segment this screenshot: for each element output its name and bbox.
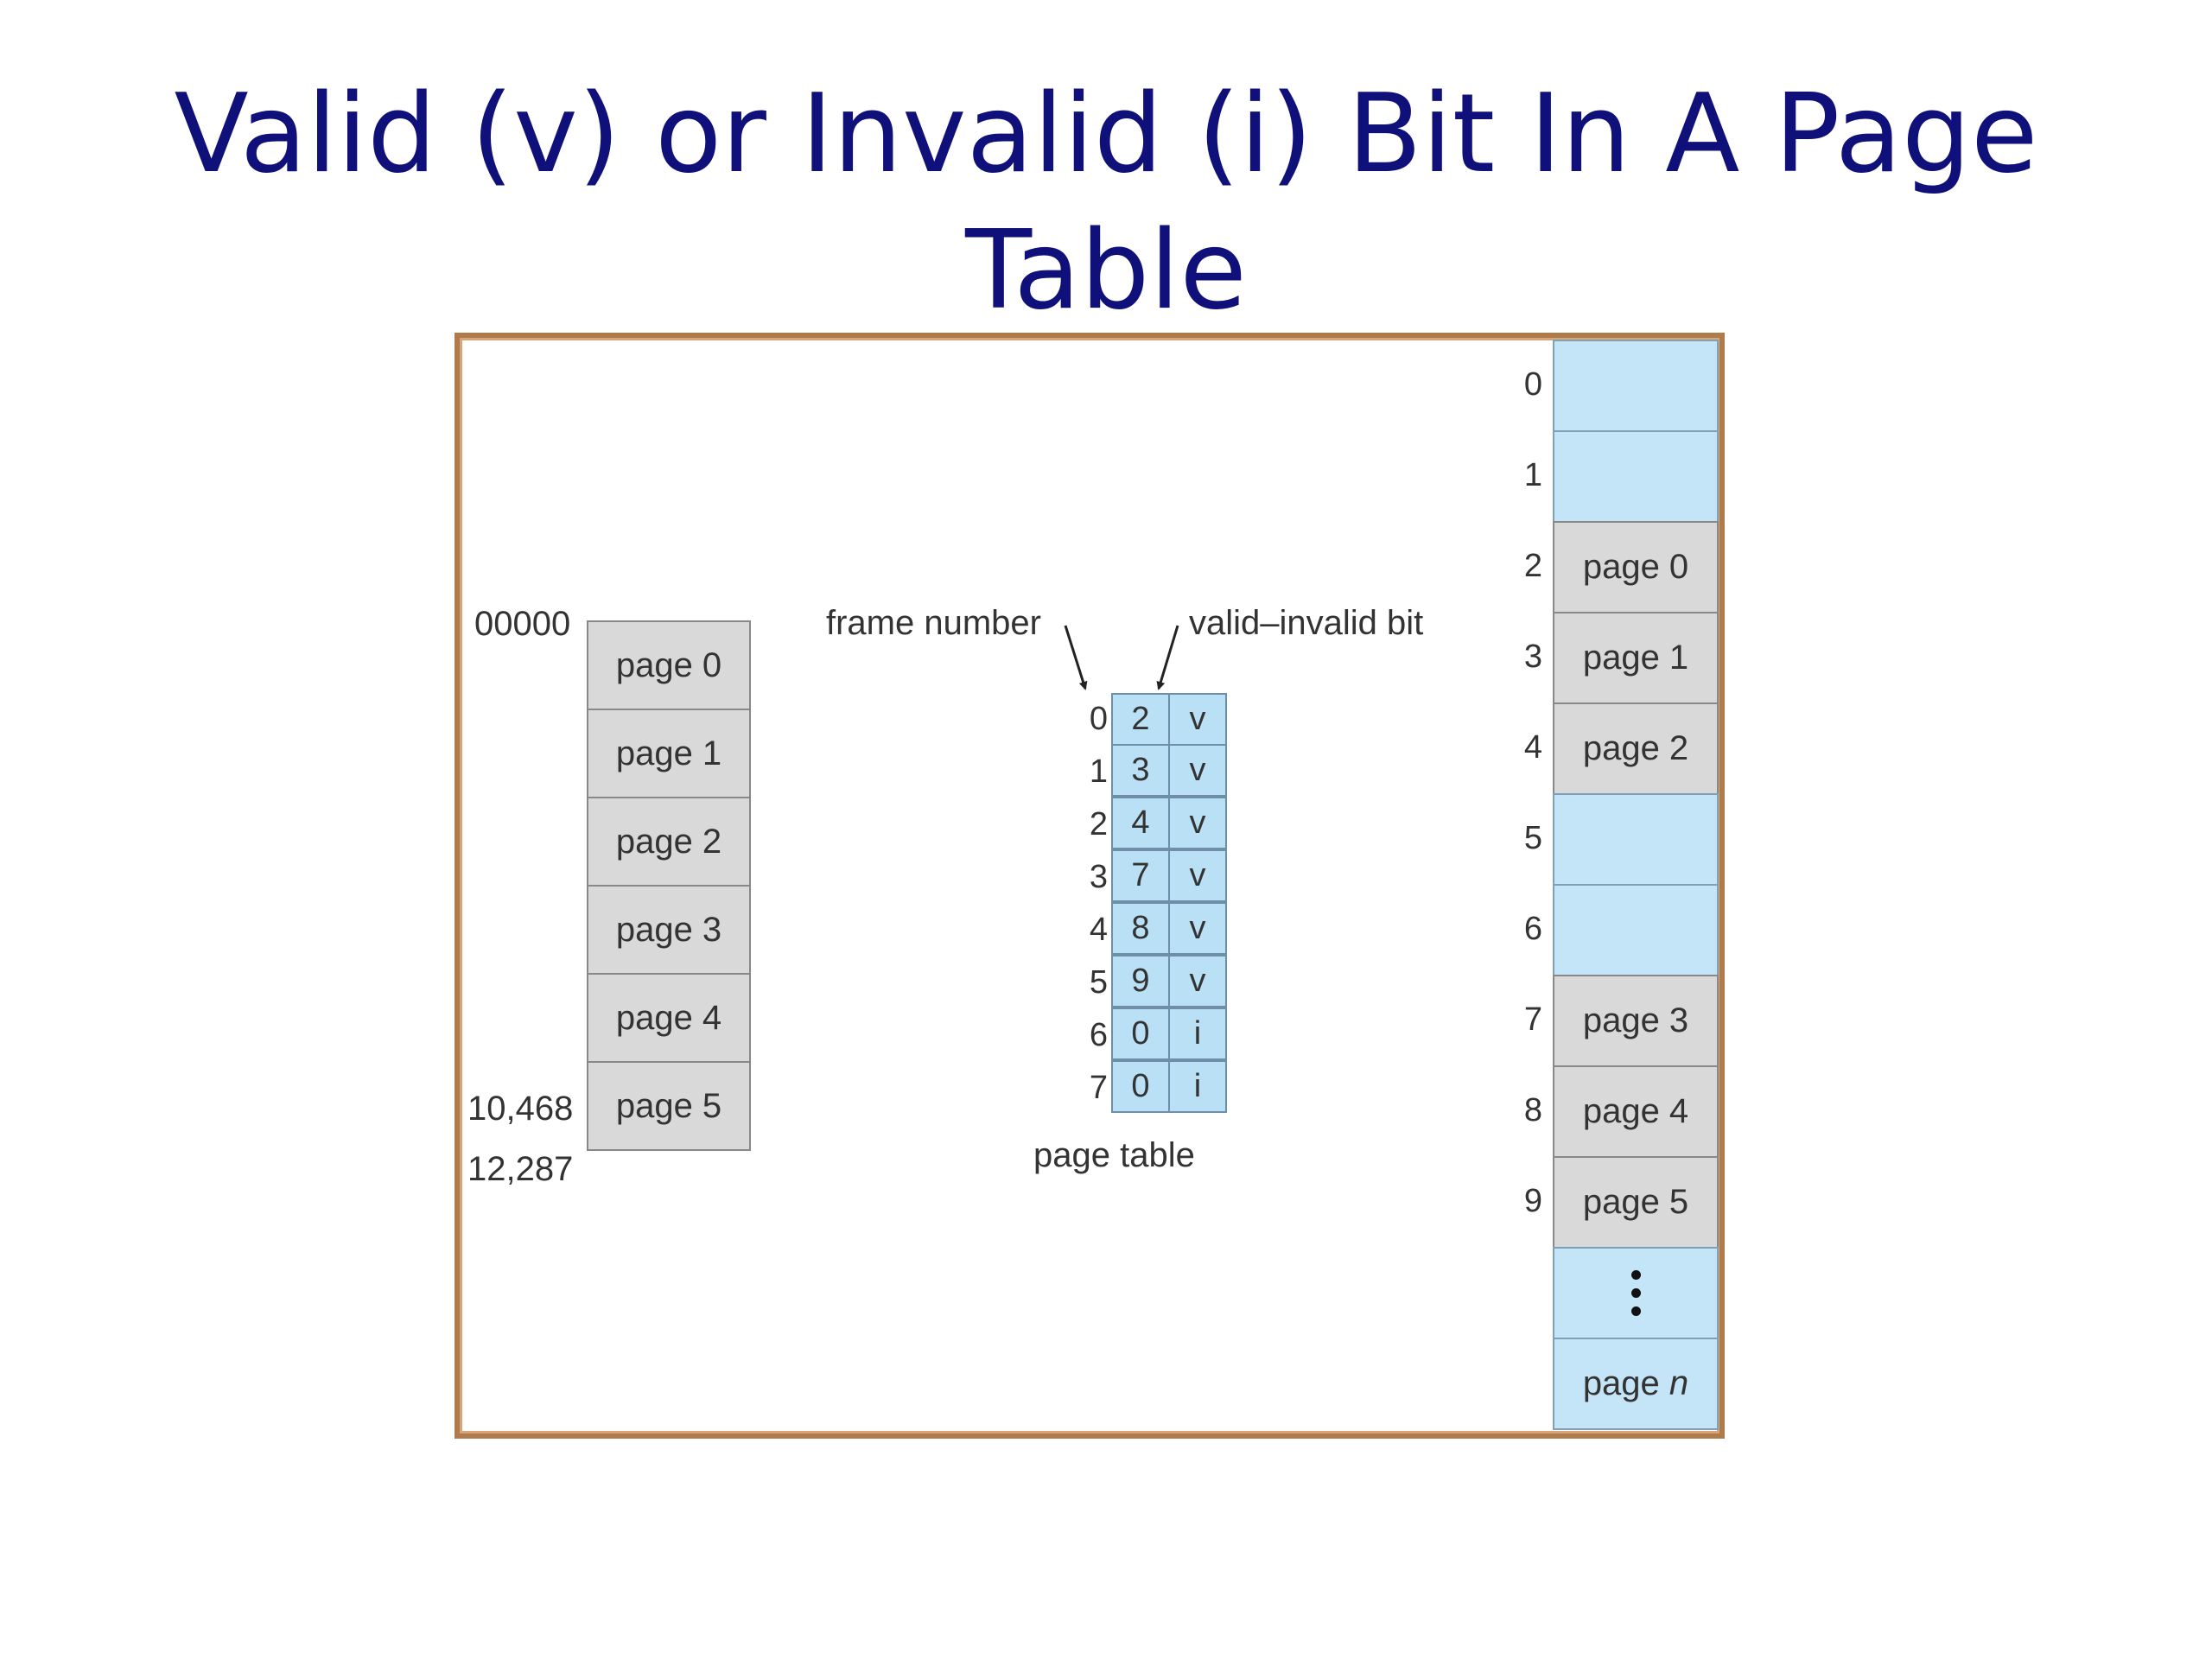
frame-index: 9 bbox=[1523, 1183, 1542, 1219]
frame-number-cell: 4 bbox=[1111, 797, 1170, 849]
frame-index: 0 bbox=[1523, 366, 1542, 403]
frame-number-cell: 7 bbox=[1111, 849, 1170, 902]
physical-frame: page 1 bbox=[1553, 612, 1719, 704]
title-line-2: Table bbox=[965, 207, 1247, 334]
valid-bit-cell: v bbox=[1168, 955, 1227, 1007]
page-table-index: 4 bbox=[1089, 912, 1108, 948]
address-start-label: 00000 bbox=[474, 605, 571, 643]
ellipsis-dot bbox=[1630, 1270, 1641, 1280]
frame-label: page 0 bbox=[1582, 548, 1689, 586]
frame-label: page 4 bbox=[1582, 1092, 1689, 1130]
physical-frame: page 0 bbox=[1553, 521, 1719, 613]
physical-frame-empty bbox=[1553, 793, 1719, 886]
physical-frame-row: 9 page 5 bbox=[1524, 1156, 1719, 1249]
physical-memory: 0 1 2 page 0 3 page 1 4 page 2 5 6 7 page 3 8 page 4 9… bbox=[1524, 340, 1719, 1430]
physical-frame: page 5 bbox=[1553, 1156, 1719, 1249]
physical-frame-row: page n bbox=[1553, 1338, 1719, 1430]
frame-index: 4 bbox=[1523, 729, 1542, 766]
valid-bit-arrow bbox=[1156, 625, 1179, 690]
frame-label: page 2 bbox=[1582, 729, 1689, 767]
physical-frame-empty bbox=[1553, 884, 1719, 976]
physical-frame-ellipsis bbox=[1553, 1247, 1719, 1339]
address-end-label: 12,287 bbox=[467, 1150, 574, 1188]
physical-frame-row: 8 page 4 bbox=[1524, 1065, 1719, 1158]
valid-bit-cell: v bbox=[1168, 902, 1227, 955]
frame-index: 6 bbox=[1523, 911, 1542, 947]
frame-index bbox=[1499, 1338, 1542, 1428]
frame-number-label: frame number bbox=[826, 604, 1041, 642]
frame-number-cell: 0 bbox=[1111, 1060, 1170, 1113]
logical-page-0: page 0 bbox=[587, 620, 751, 710]
page-table-caption: page table bbox=[1033, 1136, 1195, 1174]
frame-index bbox=[1499, 1247, 1542, 1338]
frame-number-cell: 9 bbox=[1111, 955, 1170, 1007]
address-mid-label: 10,468 bbox=[467, 1090, 574, 1128]
physical-frame: page 3 bbox=[1553, 975, 1719, 1067]
physical-frame-page-n: page n bbox=[1553, 1338, 1719, 1430]
physical-frame-empty bbox=[1553, 430, 1719, 523]
frame-label: page 3 bbox=[1582, 1001, 1689, 1039]
logical-page-4: page 4 bbox=[587, 973, 751, 1063]
physical-frame-row: 5 bbox=[1524, 793, 1719, 886]
valid-bit-cell: i bbox=[1168, 1060, 1227, 1113]
ellipsis-dot bbox=[1630, 1288, 1641, 1298]
physical-frame-row: 6 bbox=[1524, 884, 1719, 976]
frame-index: 1 bbox=[1523, 457, 1542, 493]
frame-number-cell: 0 bbox=[1111, 1007, 1170, 1060]
valid-bit-cell: v bbox=[1168, 849, 1227, 902]
valid-bit-cell: v bbox=[1168, 797, 1227, 849]
page-table-index: 3 bbox=[1089, 859, 1108, 895]
frame-index: 7 bbox=[1523, 1001, 1542, 1038]
page-table-index: 7 bbox=[1089, 1070, 1108, 1106]
frame-label: page 1 bbox=[1582, 639, 1689, 677]
physical-frame-row bbox=[1553, 1247, 1719, 1339]
frame-label: page 5 bbox=[1582, 1183, 1689, 1221]
frame-index: 5 bbox=[1523, 820, 1542, 856]
logical-page-5: page 5 bbox=[587, 1061, 751, 1151]
page-table-index: 1 bbox=[1089, 753, 1108, 790]
physical-frame-row: 0 bbox=[1524, 340, 1719, 432]
physical-frame: page 2 bbox=[1553, 702, 1719, 795]
valid-bit-cell: v bbox=[1168, 693, 1227, 746]
physical-frame-row: 7 page 3 bbox=[1524, 975, 1719, 1067]
logical-memory: page 0 page 1 page 2 page 3 page 4 page … bbox=[587, 620, 751, 1151]
title-line-1: Valid (v) or Invalid (i) Bit In A Page bbox=[174, 70, 2038, 197]
frame-number-arrow bbox=[1064, 625, 1088, 690]
ellipsis-dot bbox=[1630, 1306, 1641, 1316]
physical-frame-row: 4 page 2 bbox=[1524, 702, 1719, 795]
valid-bit-cell: v bbox=[1168, 744, 1227, 797]
page-table-index: 5 bbox=[1089, 964, 1108, 1001]
physical-frame: page 4 bbox=[1553, 1065, 1719, 1158]
page-table-index: 0 bbox=[1089, 701, 1108, 737]
physical-frame-row: 2 page 0 bbox=[1524, 521, 1719, 613]
valid-bit-cell: i bbox=[1168, 1007, 1227, 1060]
frame-index: 2 bbox=[1523, 548, 1542, 584]
physical-frame-row: 3 page 1 bbox=[1524, 612, 1719, 704]
frame-number-cell: 3 bbox=[1111, 744, 1170, 797]
frame-number-cell: 2 bbox=[1111, 693, 1170, 746]
frame-index: 8 bbox=[1523, 1092, 1542, 1128]
frame-label-italic: n bbox=[1669, 1364, 1689, 1402]
frame-index: 3 bbox=[1523, 639, 1542, 675]
physical-frame-row: 1 bbox=[1524, 430, 1719, 523]
physical-frame-empty bbox=[1553, 340, 1719, 432]
frame-label-prefix: page bbox=[1582, 1364, 1669, 1402]
valid-invalid-bit-label: valid–invalid bit bbox=[1189, 604, 1424, 642]
logical-page-3: page 3 bbox=[587, 885, 751, 975]
page-table-index: 6 bbox=[1089, 1017, 1108, 1053]
frame-number-cell: 8 bbox=[1111, 902, 1170, 955]
page-table-index: 2 bbox=[1089, 806, 1108, 842]
vertical-ellipsis-icon bbox=[1630, 1270, 1641, 1316]
